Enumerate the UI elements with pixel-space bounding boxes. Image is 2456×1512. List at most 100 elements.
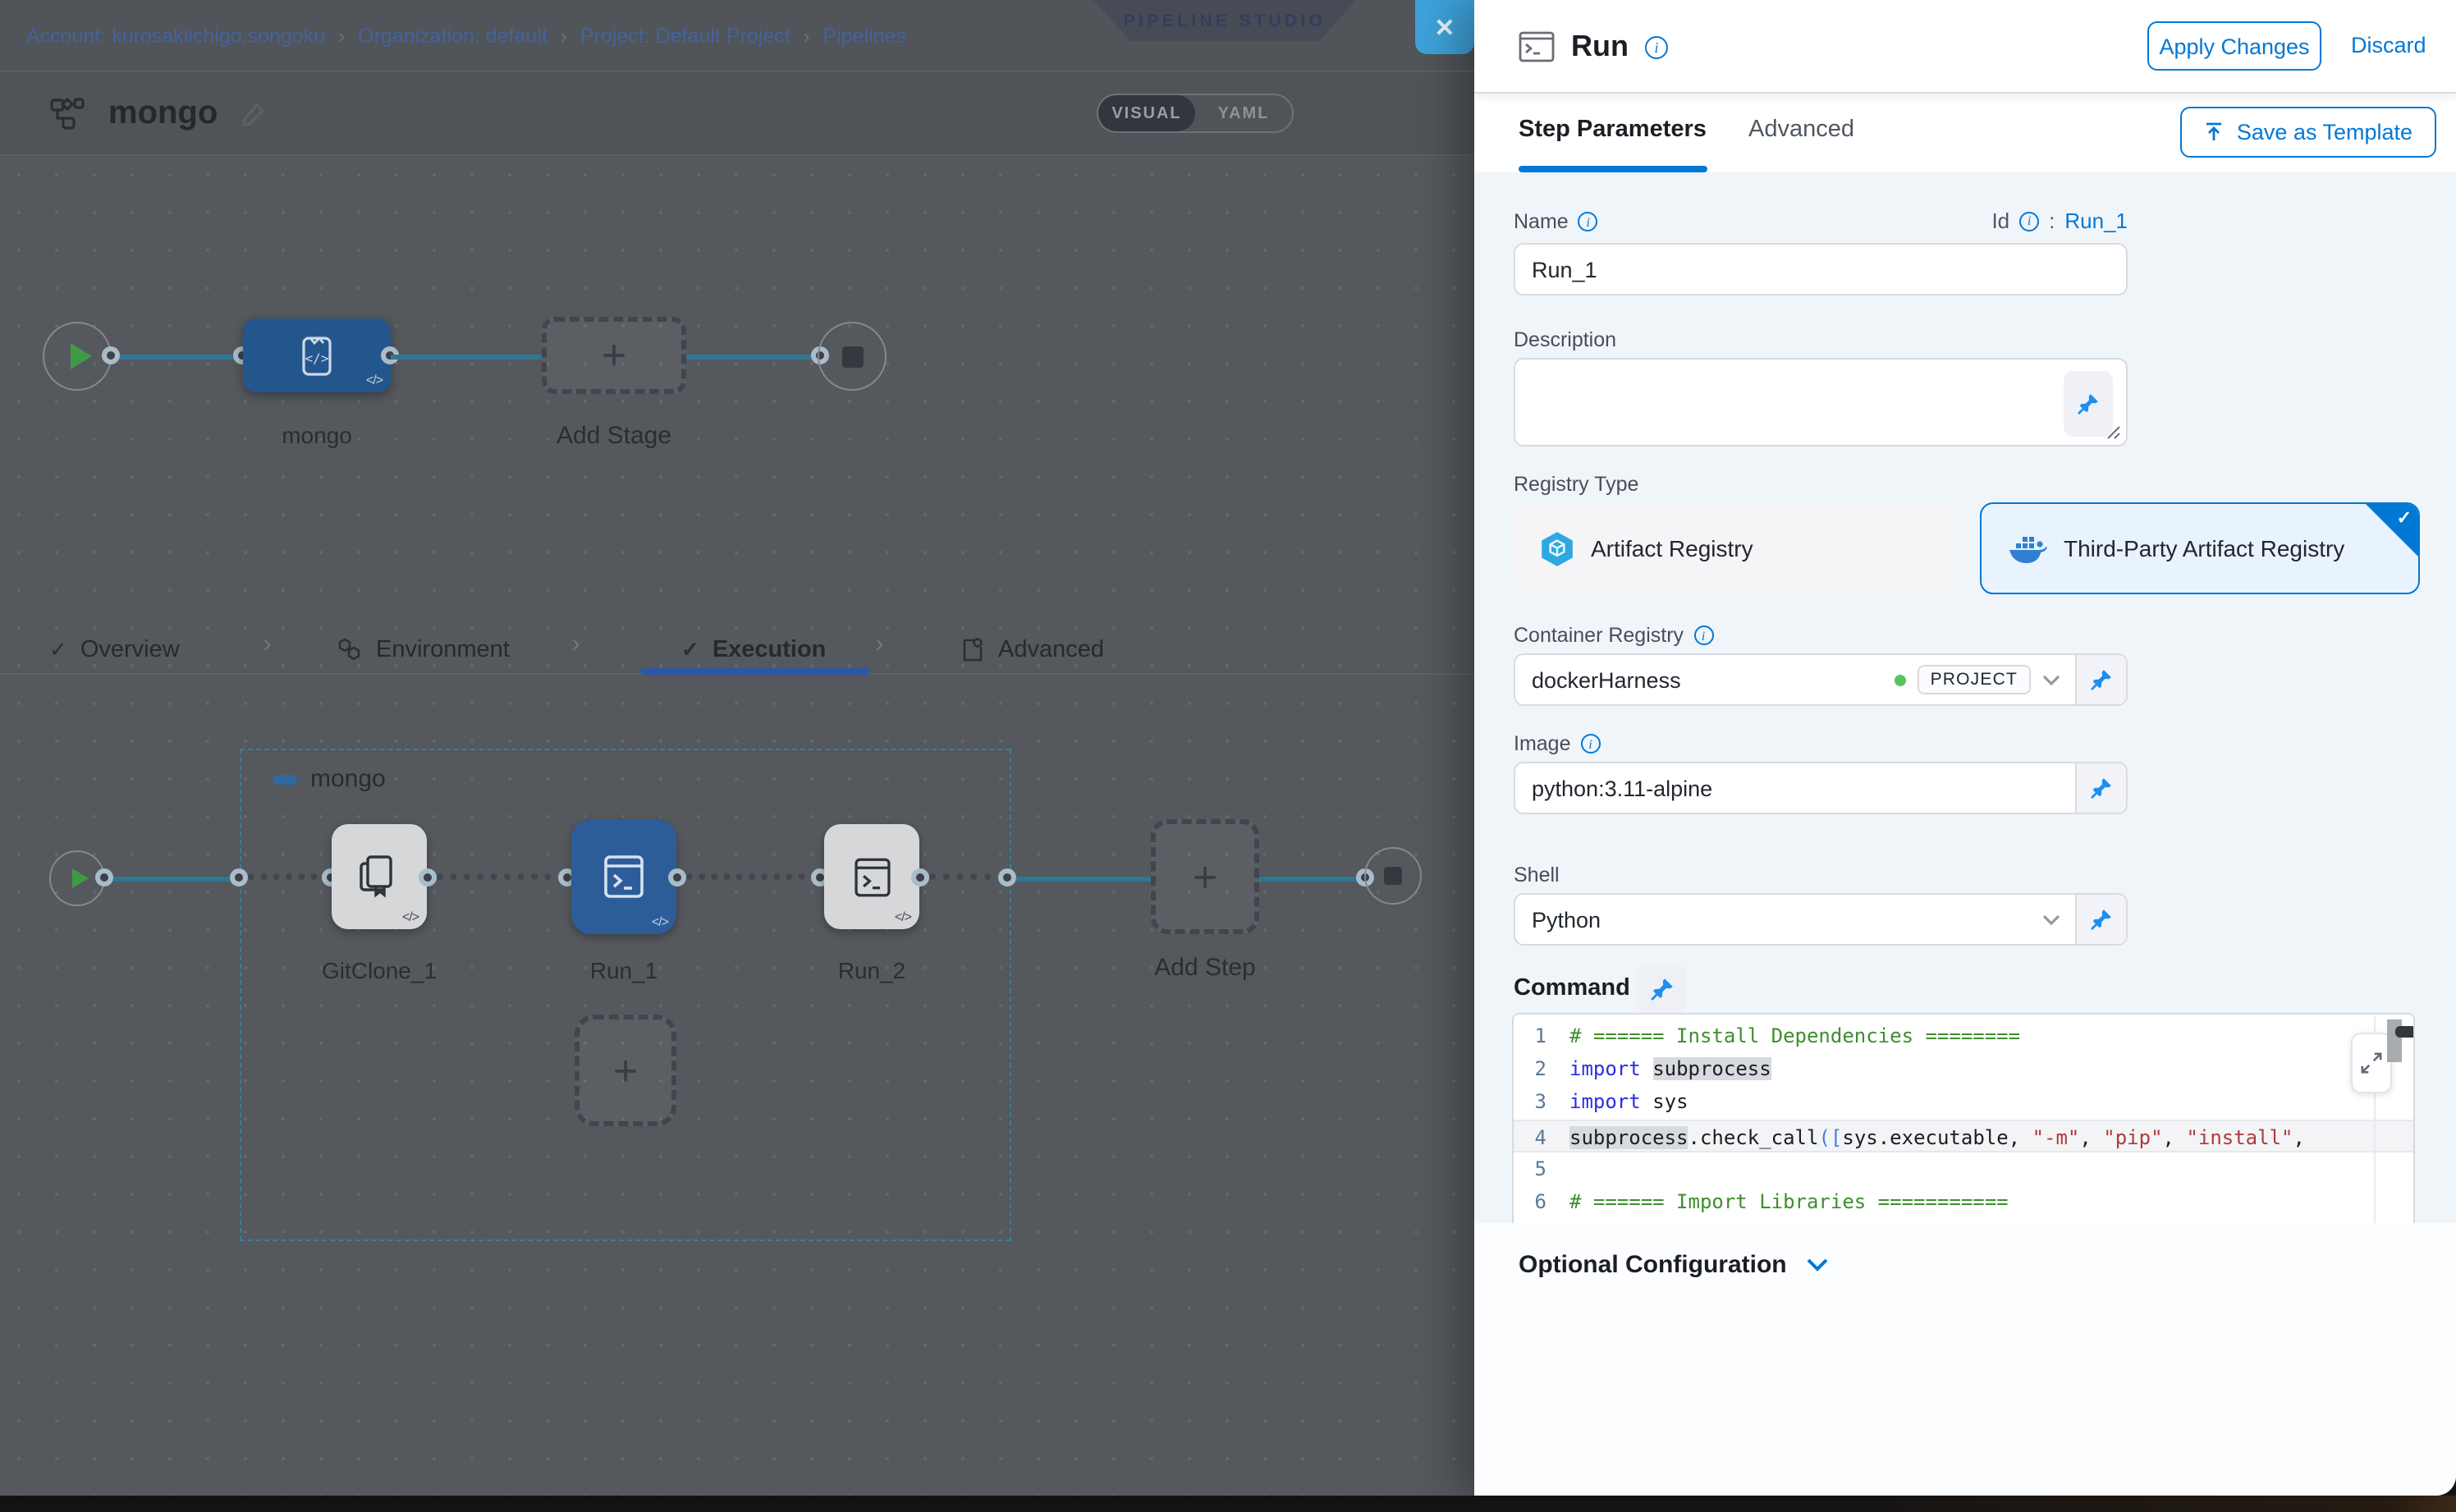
pushpin-icon bbox=[2091, 909, 2111, 930]
tab-execution[interactable]: ✓ Execution bbox=[681, 625, 826, 673]
step-parameters-form: Name i Id i : Run_1 Run_1 Description bbox=[1474, 172, 2456, 1395]
panel-title: Run bbox=[1571, 30, 1629, 62]
execution-end-node[interactable] bbox=[1364, 847, 1422, 905]
info-icon[interactable]: i bbox=[2019, 211, 2040, 231]
pin-button[interactable] bbox=[2064, 371, 2113, 437]
svg-text:</>: </> bbox=[305, 350, 329, 365]
resize-handle[interactable] bbox=[2106, 425, 2121, 440]
stage-node-mongo[interactable]: </> </> bbox=[243, 318, 391, 392]
discard-button[interactable]: Discard bbox=[2351, 33, 2426, 57]
pin-button[interactable] bbox=[2075, 763, 2126, 813]
container-registry-value: dockerHarness bbox=[1532, 667, 1681, 692]
artifact-registry-icon bbox=[1542, 531, 1573, 566]
image-label: Image bbox=[1514, 732, 1571, 755]
toggle-yaml[interactable]: YAML bbox=[1217, 104, 1270, 122]
tab-advanced[interactable]: Advanced bbox=[960, 625, 1104, 673]
breadcrumb-org[interactable]: Organization: default bbox=[358, 25, 548, 48]
pipeline-studio-badge: PIPELINE STUDIO bbox=[1093, 0, 1356, 41]
editor-hscroll-thumb[interactable] bbox=[2395, 1026, 2413, 1038]
description-textarea[interactable] bbox=[1514, 358, 2128, 447]
info-icon[interactable]: i bbox=[1645, 35, 1668, 58]
connectivity-status-dot bbox=[1894, 674, 1906, 685]
description-label: Description bbox=[1514, 328, 1617, 351]
expand-editor-button[interactable] bbox=[2351, 1033, 2392, 1093]
step-group-header[interactable]: mongo bbox=[273, 765, 386, 793]
tab-label: Execution bbox=[712, 636, 827, 662]
id-value[interactable]: Run_1 bbox=[2064, 208, 2128, 233]
add-step-label[interactable]: Add Step bbox=[1154, 954, 1256, 982]
save-as-template-button[interactable]: Save as Template bbox=[2180, 107, 2436, 158]
name-input[interactable]: Run_1 bbox=[1514, 243, 2128, 296]
tab-environment[interactable]: Environment bbox=[337, 625, 510, 673]
tab-step-parameters[interactable]: Step Parameters bbox=[1519, 117, 1707, 143]
step-label-gitclone[interactable]: GitClone_1 bbox=[321, 957, 438, 983]
chevron-down-icon[interactable] bbox=[2042, 674, 2060, 685]
code-line: 6# ====== Import Libraries =========== bbox=[1534, 1189, 2009, 1213]
pin-button[interactable] bbox=[2075, 655, 2126, 704]
stage-label[interactable]: mongo bbox=[282, 422, 352, 448]
close-studio-button[interactable]: ✕ bbox=[1415, 0, 1474, 54]
selected-corner bbox=[2366, 504, 2418, 557]
pushpin-icon bbox=[1650, 978, 1672, 1000]
add-step-node[interactable]: + bbox=[1151, 819, 1259, 934]
breadcrumb-separator: › bbox=[338, 25, 346, 48]
connector-line bbox=[108, 354, 246, 359]
image-input[interactable]: python:3.11-alpine bbox=[1514, 762, 2128, 814]
pin-button[interactable] bbox=[2075, 895, 2126, 944]
pipeline-end-node[interactable] bbox=[818, 322, 887, 391]
breadcrumb-project[interactable]: Project: Default Project bbox=[580, 25, 790, 48]
info-icon[interactable]: i bbox=[1693, 625, 1714, 645]
optional-configuration-toggle[interactable]: Optional Configuration bbox=[1519, 1251, 1830, 1279]
top-nav-bar: Account: kurosakiichigo.songoku › Organi… bbox=[0, 0, 1474, 72]
apply-changes-button[interactable]: Apply Changes bbox=[2147, 21, 2321, 71]
connector-ring bbox=[668, 868, 686, 887]
breadcrumb-account[interactable]: Account: kurosakiichigo.songoku bbox=[26, 25, 326, 48]
info-icon[interactable]: i bbox=[1580, 734, 1601, 754]
step-node-gitclone[interactable]: </> bbox=[332, 824, 427, 929]
tab-advanced-panel[interactable]: Advanced bbox=[1748, 117, 1854, 143]
active-tab-underline bbox=[1519, 166, 1707, 172]
id-label: Id bbox=[1991, 208, 2010, 233]
check-icon: ✓ bbox=[49, 636, 67, 661]
collapse-icon[interactable] bbox=[273, 774, 297, 784]
shell-select[interactable]: Python bbox=[1514, 893, 2128, 946]
registry-option-third-party[interactable]: Third-Party Artifact Registry ✓ bbox=[1980, 502, 2420, 594]
stop-icon bbox=[841, 346, 863, 367]
pin-button[interactable] bbox=[1637, 964, 1686, 1013]
tab-overview[interactable]: ✓ Overview bbox=[49, 625, 180, 673]
desktop-edge-strip bbox=[0, 1496, 2456, 1512]
connector-line bbox=[1259, 876, 1366, 881]
registry-option-artifact[interactable]: Artifact Registry bbox=[1514, 502, 1954, 594]
check-icon: ✓ bbox=[2396, 509, 2412, 529]
step-group-label: mongo bbox=[310, 765, 386, 793]
breadcrumb-separator: › bbox=[560, 25, 567, 48]
play-icon bbox=[70, 343, 91, 369]
registry-type-label: Registry Type bbox=[1514, 473, 1639, 496]
step-label-run2[interactable]: Run_2 bbox=[837, 957, 906, 983]
terminal-icon bbox=[854, 857, 890, 896]
breadcrumb-pipelines[interactable]: Pipelines bbox=[822, 25, 906, 48]
code-badge: </> bbox=[401, 909, 419, 924]
edit-pencil-icon[interactable] bbox=[237, 99, 267, 129]
container-registry-label: Container Registry bbox=[1514, 624, 1684, 647]
panel-footer: Optional Configuration bbox=[1474, 1223, 2456, 1496]
toggle-visual[interactable]: VISUAL bbox=[1098, 95, 1195, 131]
visual-yaml-toggle[interactable]: VISUAL YAML bbox=[1097, 94, 1294, 133]
step-node-run1-selected[interactable]: </> bbox=[571, 819, 676, 934]
container-registry-input[interactable]: dockerHarness PROJECT bbox=[1514, 653, 2128, 706]
step-label-run1[interactable]: Run_1 bbox=[589, 957, 658, 983]
terminal-icon bbox=[604, 855, 644, 898]
add-stage-node[interactable]: + bbox=[542, 317, 686, 394]
add-parallel-step-node[interactable]: + bbox=[575, 1015, 676, 1126]
add-stage-label[interactable]: Add Stage bbox=[556, 422, 672, 450]
step-node-run2[interactable]: </> bbox=[824, 824, 919, 929]
connector-ring bbox=[998, 868, 1016, 887]
chevron-down-icon[interactable] bbox=[2042, 914, 2060, 925]
tab-label: Advanced bbox=[998, 636, 1104, 662]
registry-option-label: Third-Party Artifact Registry bbox=[2064, 535, 2345, 561]
pipeline-title-bar: mongo VISUAL YAML bbox=[0, 72, 1474, 156]
scope-badge: PROJECT bbox=[1917, 665, 2031, 694]
info-icon[interactable]: i bbox=[1578, 212, 1598, 231]
clipboard-gear-icon bbox=[960, 636, 985, 662]
